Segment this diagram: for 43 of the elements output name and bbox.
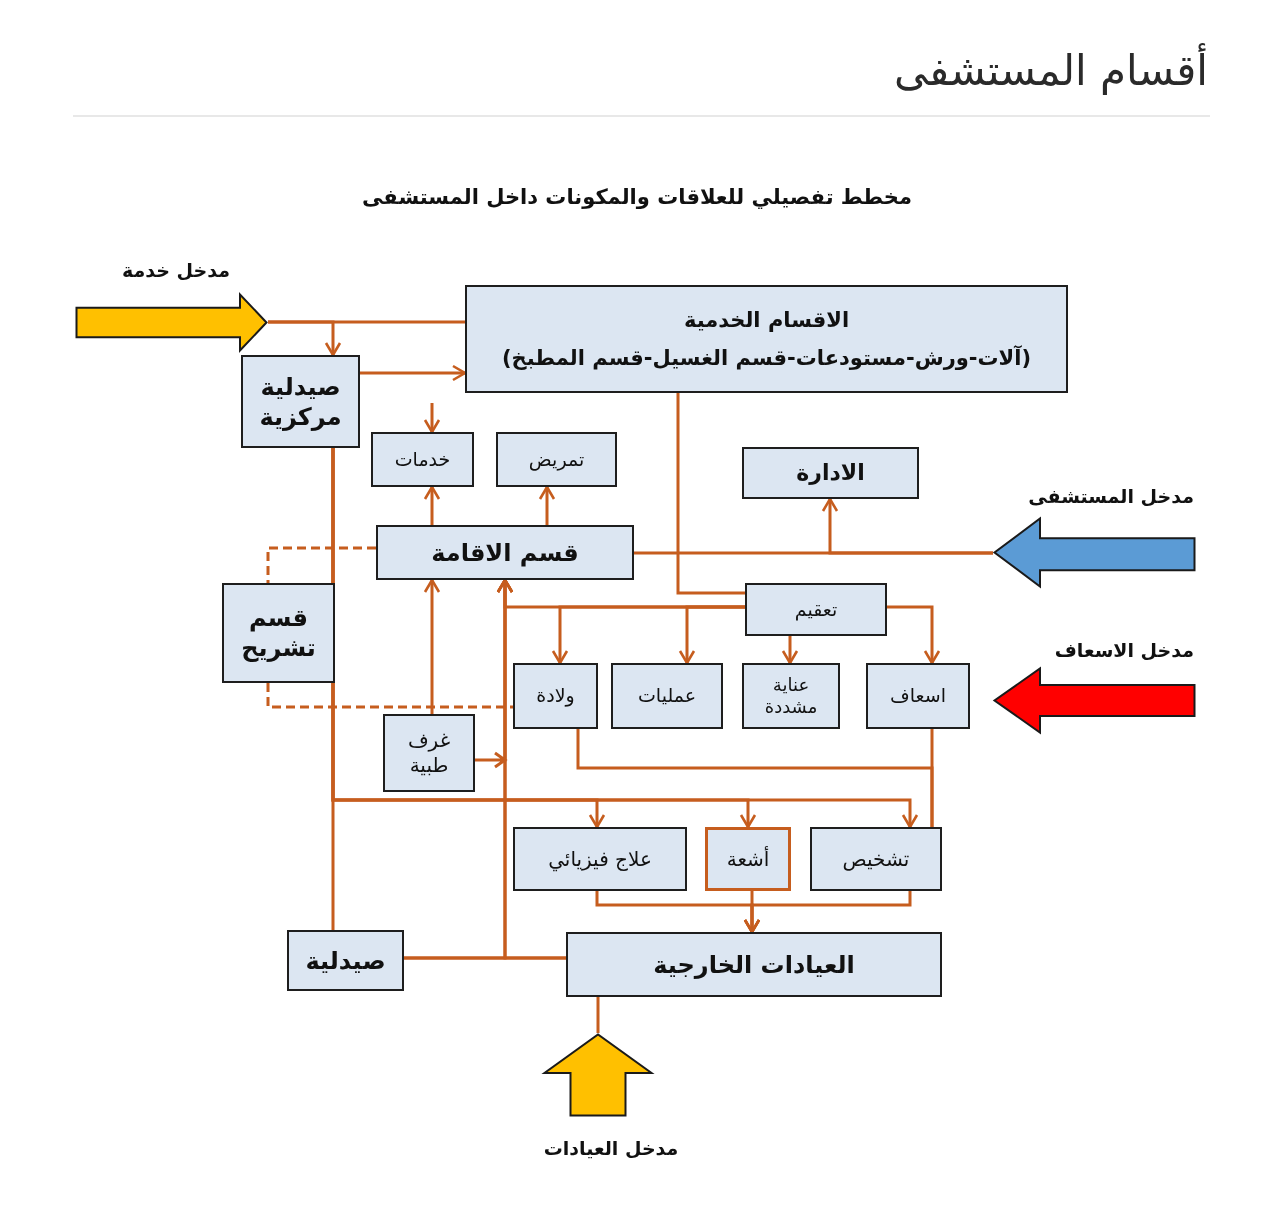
department-box: عناية مشددة [742,663,840,729]
arrow [423,485,441,525]
department-box: تعقيم [745,583,887,636]
arrow [887,605,941,665]
entrance-label: مدخل الاسعاف [1054,638,1194,663]
department-box: صيدلية مركزية [241,355,360,448]
department-box: تمريض [496,432,617,487]
department-box: قسم الاقامة [376,525,634,580]
connector-line [596,997,600,1033]
connector-line [576,729,934,827]
arrow [496,578,566,960]
department-box: صيدلية [287,930,404,991]
department-box: خدمات [371,432,474,487]
department-box: العيادات الخارجية [566,932,942,997]
department-box: ولادة [513,663,598,729]
dashed-line [266,546,376,583]
arrow [360,364,467,382]
entrance-label: مدخل المستشفى [1028,484,1194,509]
entrance-label: مدخل العيادات [542,1136,680,1161]
arrow [781,636,799,665]
arrow [743,891,912,934]
department-box: تشخيص [810,827,942,891]
department-box: علاج فيزيائي [513,827,687,891]
department-box: قسم تشريح [222,583,335,683]
arrow [423,403,441,434]
department-box: عمليات [611,663,723,729]
arrow [821,497,993,555]
department-heading: الاقسام الخدمية [683,306,850,333]
arrow [678,605,745,665]
department-list: (آلات-ورش-مستودعات-قسم الغسيل-قسم المطبخ) [501,345,1032,372]
arrow [423,578,441,714]
entrance-label: مدخل خدمة [122,258,230,283]
department-box [465,285,1068,393]
department-box: أشعة [705,827,791,891]
arrow [331,448,919,829]
arrow [538,485,556,525]
arrow [268,320,342,357]
department-box: اسعاف [866,663,970,729]
dashed-line [266,683,513,709]
department-box: غرف طبية [383,714,475,792]
department-box: الادارة [742,447,919,499]
diagram-heading: مخطط تفصيلي للعلاقات والمكونات داخل المستشفى [361,184,913,211]
connector-line [676,393,745,595]
